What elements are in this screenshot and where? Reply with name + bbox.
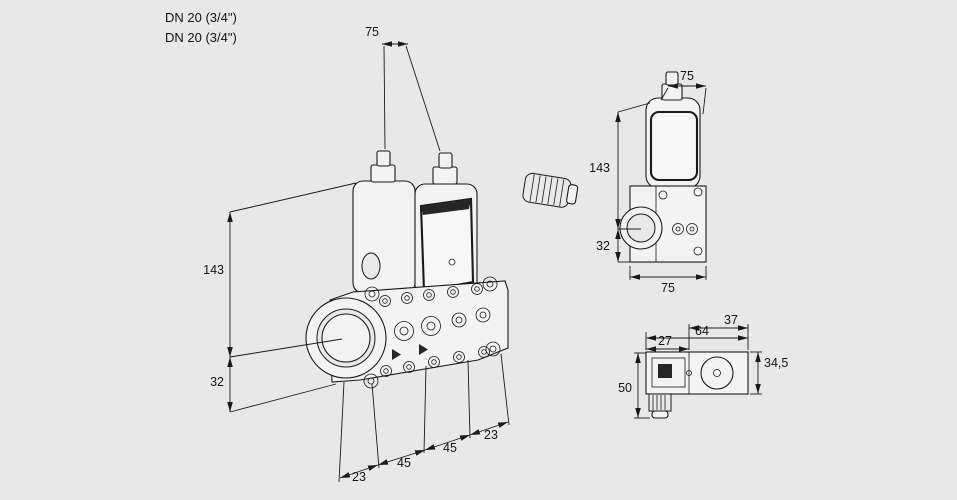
side-actuator [645, 71, 701, 189]
dim-label-front-75: 75 [365, 25, 379, 39]
connector-knob-right-icon [438, 152, 453, 169]
dim-label-front-23b: 23 [484, 428, 498, 442]
dim-label-top-34-5: 34,5 [764, 356, 788, 370]
dim-label-side-143: 143 [589, 161, 610, 175]
flow-arrow-icon [419, 344, 428, 355]
dim-front-heights: 143 32 [203, 182, 357, 413]
dim-label-front-143: 143 [203, 263, 224, 277]
dim-label-front-32: 32 [210, 375, 224, 389]
label-plate-front [419, 197, 475, 293]
dn-callouts: DN 20 (3/4") DN 20 (3/4") [165, 10, 237, 45]
side-valve-body [619, 185, 707, 263]
dim-label-front-45b: 45 [443, 441, 457, 455]
connector-right [432, 166, 458, 185]
dim-front-actuator-spacing: 75 [365, 25, 441, 152]
top-actuator-circle [700, 356, 734, 390]
dim-label-front-23a: 23 [352, 470, 366, 484]
front-view-drawing: 75 143 32 23 45 45 23 [203, 25, 579, 484]
dim-top-view: 37 64 27 34,5 50 [618, 313, 788, 419]
flange-bore [321, 313, 371, 363]
connector-left [370, 164, 396, 183]
dim-label-side-75-top: 75 [680, 69, 694, 83]
dim-side-heights: 143 32 [589, 102, 651, 263]
dim-front-bottom-chain: 23 45 45 23 [338, 353, 510, 484]
label-plate-stripe [421, 199, 471, 215]
coil-window-left [361, 252, 381, 280]
dim-label-side-75-bottom: 75 [661, 281, 675, 295]
flow-arrow-icon [392, 349, 401, 360]
side-flange-bore [626, 213, 656, 243]
coupling-piece [522, 172, 579, 208]
dn-label-2: DN 20 (3/4") [165, 30, 237, 45]
actuator-right [414, 152, 478, 299]
actuator-left [352, 150, 416, 294]
side-view-drawing: 75 143 32 75 [589, 69, 707, 295]
dim-label-top-27: 27 [658, 334, 672, 348]
dim-side-bottom-width: 75 [629, 266, 707, 295]
connector-knob-left-icon [376, 150, 391, 167]
side-connector-knob-icon [665, 71, 679, 86]
screw-row-lower [380, 346, 490, 377]
screw-row-upper [379, 283, 483, 307]
pressure-taps [394, 307, 491, 341]
dim-side-top-width: 75 [660, 69, 707, 115]
label-plate-side [649, 110, 699, 182]
top-connector-window [658, 364, 672, 378]
dim-label-side-32: 32 [596, 239, 610, 253]
dim-label-front-45a: 45 [397, 456, 411, 470]
valve-body-front [305, 276, 509, 389]
dim-label-top-37: 37 [724, 313, 738, 327]
dim-label-top-64: 64 [695, 324, 709, 338]
dn-label-1: DN 20 (3/4") [165, 10, 237, 25]
dim-label-top-50: 50 [618, 381, 632, 395]
top-view-drawing: 37 64 27 34,5 50 [618, 313, 788, 419]
top-view-knob [648, 393, 672, 419]
top-view-body [645, 351, 749, 419]
